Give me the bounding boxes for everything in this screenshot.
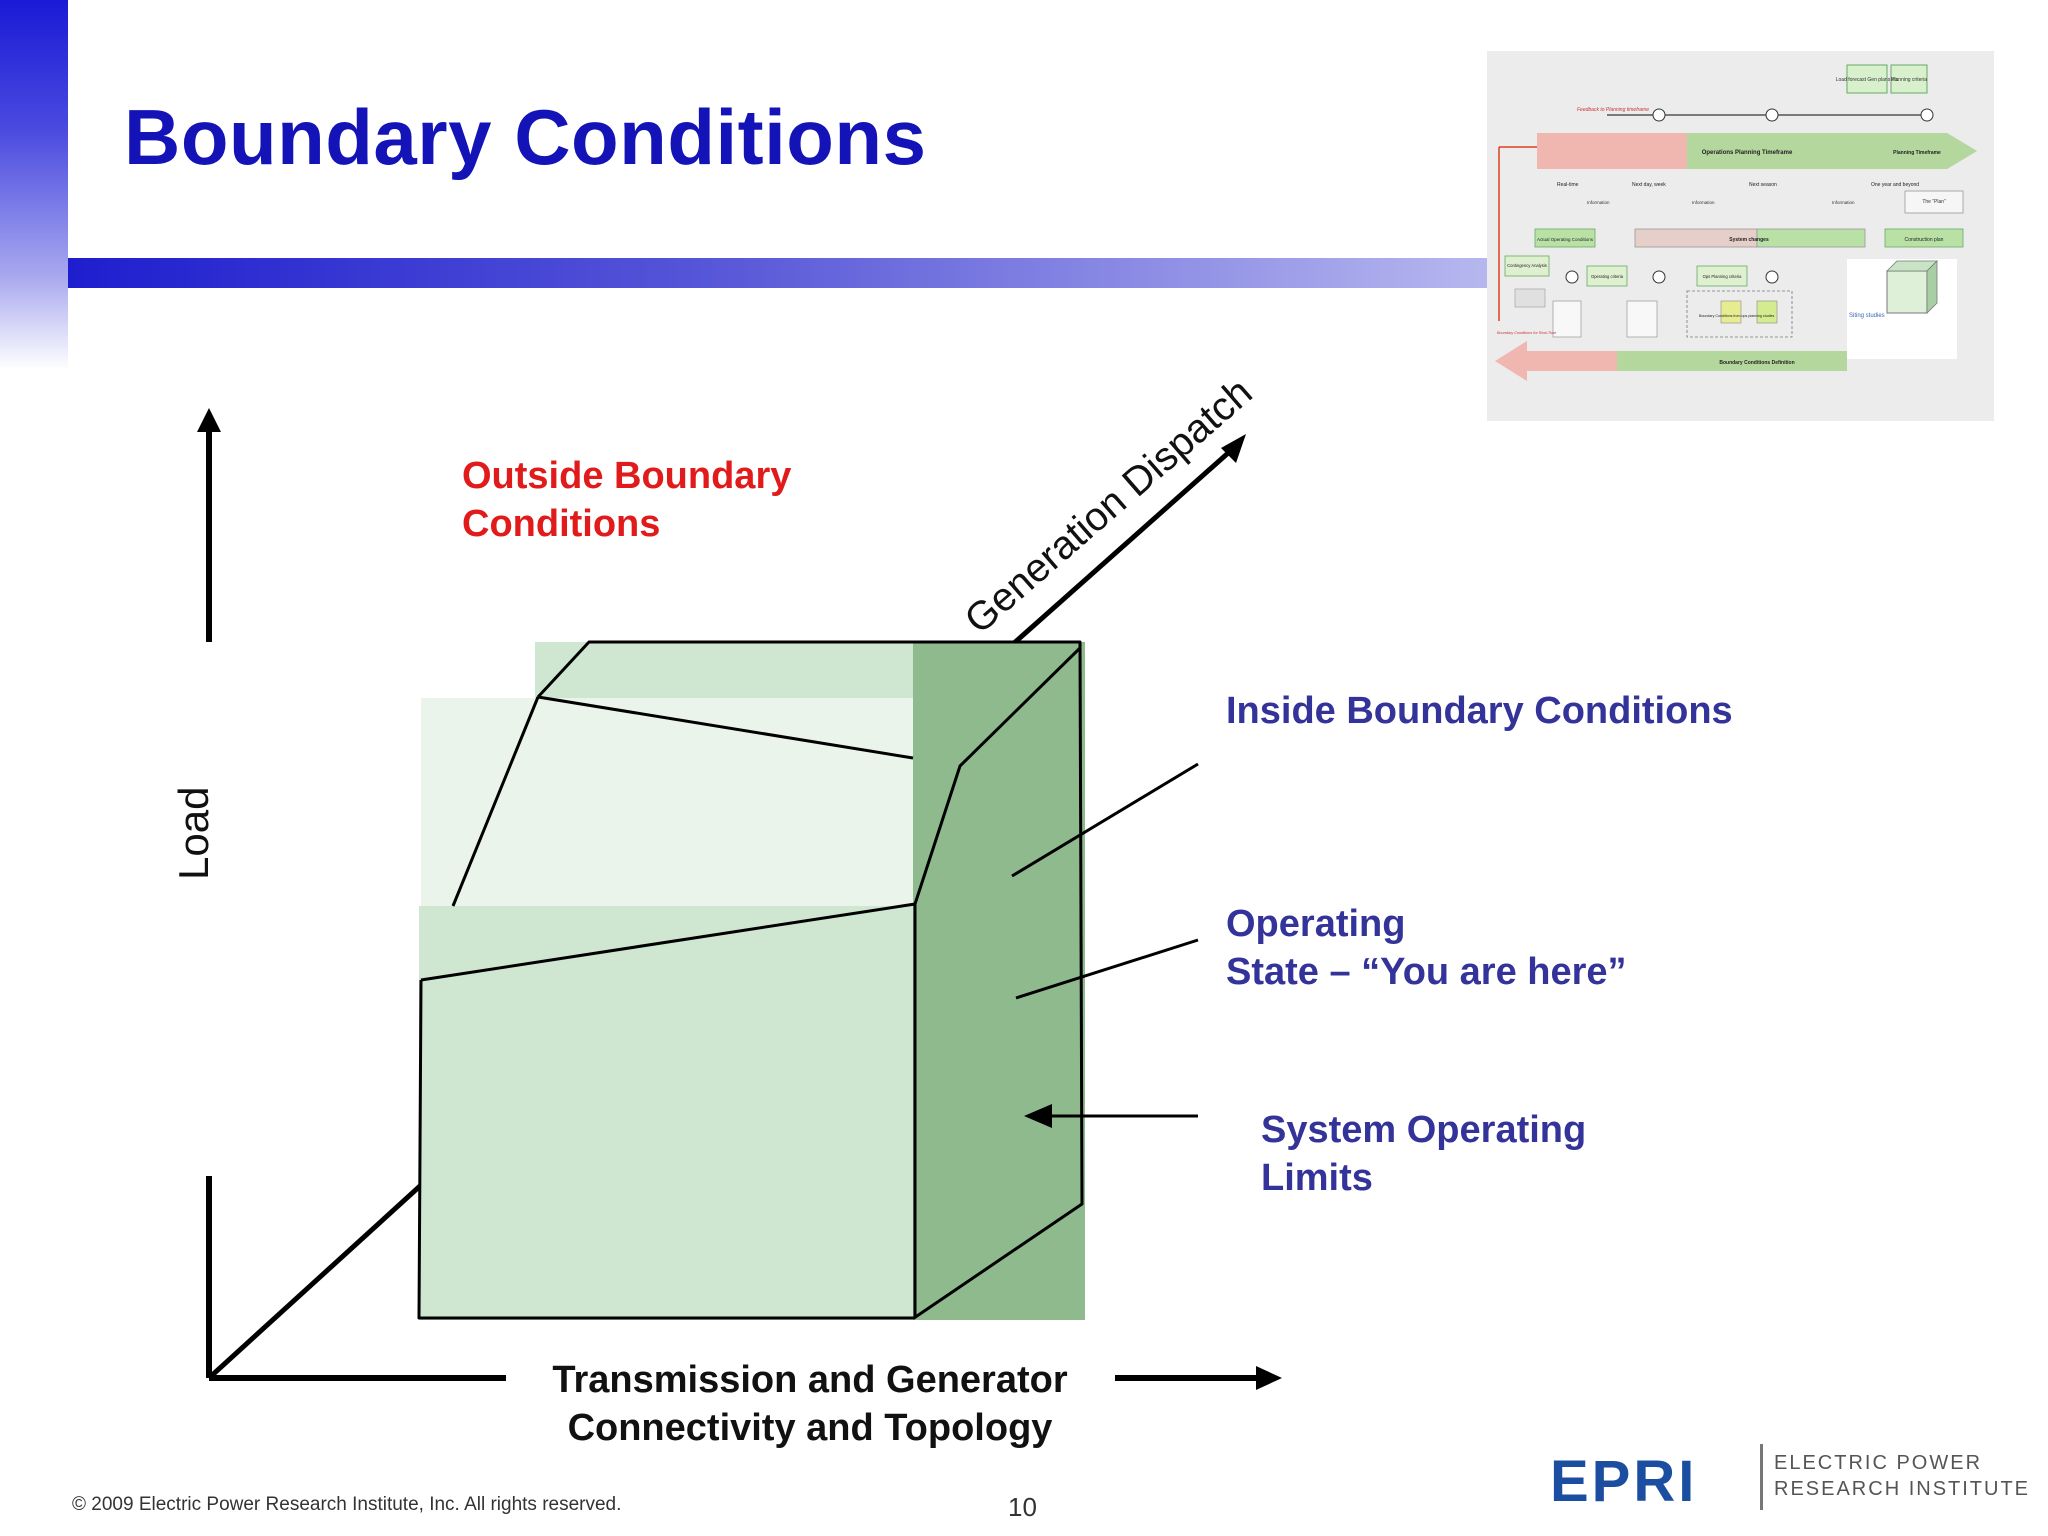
x-axis-label-line2: Connectivity and Topology [567, 1407, 1053, 1449]
thumb-time-rt: Real-time [1557, 182, 1579, 188]
title-divider [68, 258, 1488, 288]
operating-state-line1: Operating [1226, 903, 1406, 945]
thumb-feedback: Feedback to Planning timeframe [1577, 107, 1649, 113]
thumb-ops-bar: Operations Planning Timeframe [1702, 150, 1793, 156]
x-axis-label-line1: Transmission and Generator [552, 1359, 1068, 1401]
thumb-boundary-rt: Boundary Conditions for Real-Time [1497, 331, 1556, 335]
thumb-planning-criteria: Planning criteria [1891, 77, 1927, 83]
thumb-construction: Construction plan [1905, 237, 1944, 243]
x-axis-label: Transmission and Generator Connectivity … [520, 1356, 1100, 1452]
thumb-ops-criteria: Ops Planning criteria [1703, 274, 1743, 279]
inside-boundary-label: Inside Boundary Conditions [1226, 690, 1733, 732]
thumb-siting: Siting studies [1849, 313, 1885, 319]
thumb-time-day: Next day, week [1632, 182, 1666, 188]
thumb-actual-operating: Actual Operating Conditions [1537, 237, 1594, 242]
thumb-plan: The “Plan” [1922, 199, 1946, 205]
thumb-time-season: Next season [1749, 182, 1777, 188]
x-axis-arrowhead [1256, 1366, 1282, 1390]
system-limits-label: System Operating Limits [1261, 1109, 1587, 1199]
operating-leader [1015, 938, 1199, 1000]
logo-divider [1760, 1444, 1763, 1510]
limits-arrowhead [1024, 1104, 1052, 1128]
thumb-boundary-def: Boundary Conditions Definition [1719, 360, 1794, 366]
page-number: 10 [1008, 1492, 1037, 1522]
process-thumbnail: Load forecast Gen plans etc Planning cri… [1487, 51, 1994, 421]
thumb-system-changes: System changes [1729, 237, 1769, 243]
logo-line2: RESEARCH INSTITUTE [1774, 1478, 2031, 1500]
box-right-face [913, 642, 1085, 1320]
z-axis-arrowhead [1221, 434, 1246, 463]
thumb-load-forecast: Load forecast Gen plans etc [1836, 77, 1899, 83]
outside-boundary-label: Outside Boundary Conditions [462, 455, 792, 545]
z-axis-lower [207, 1184, 422, 1380]
y-axis-label: Load [170, 786, 217, 880]
copyright-footer: © 2009 Electric Power Research Institute… [72, 1494, 622, 1515]
logo-line1: ELECTRIC POWER [1774, 1452, 1983, 1474]
thumb-planning-timeframe: Planning Timeframe [1893, 150, 1941, 156]
thumb-info-2: Information [1692, 200, 1715, 205]
y-axis-arrowhead [197, 408, 221, 432]
epri-wordmark: EPRI [1550, 1449, 1698, 1514]
operating-state-line2: State – “You are here” [1226, 951, 1627, 993]
z-axis-upper [1011, 444, 1238, 646]
page-title: Boundary Conditions [124, 93, 927, 181]
inside-leader [1011, 762, 1199, 878]
thumb-info-1: Information [1587, 200, 1610, 205]
left-accent-bar [0, 0, 68, 370]
box-outline [417, 640, 1084, 1320]
thumb-operating-criteria: Operating criteria [1591, 274, 1624, 279]
thumb-info-3: Information [1832, 200, 1855, 205]
thumb-time-year: One year and beyond [1871, 182, 1919, 188]
epri-logo: EPRI ELECTRIC POWER RESEARCH INSTITUTE [1550, 1442, 2028, 1514]
thumb-boundary-studies: Boundary Conditions from ops planning st… [1699, 314, 1775, 318]
operating-state-label: Operating State – “You are here” [1226, 900, 1746, 996]
thumb-contingency: Contingency Analysis [1507, 263, 1547, 268]
